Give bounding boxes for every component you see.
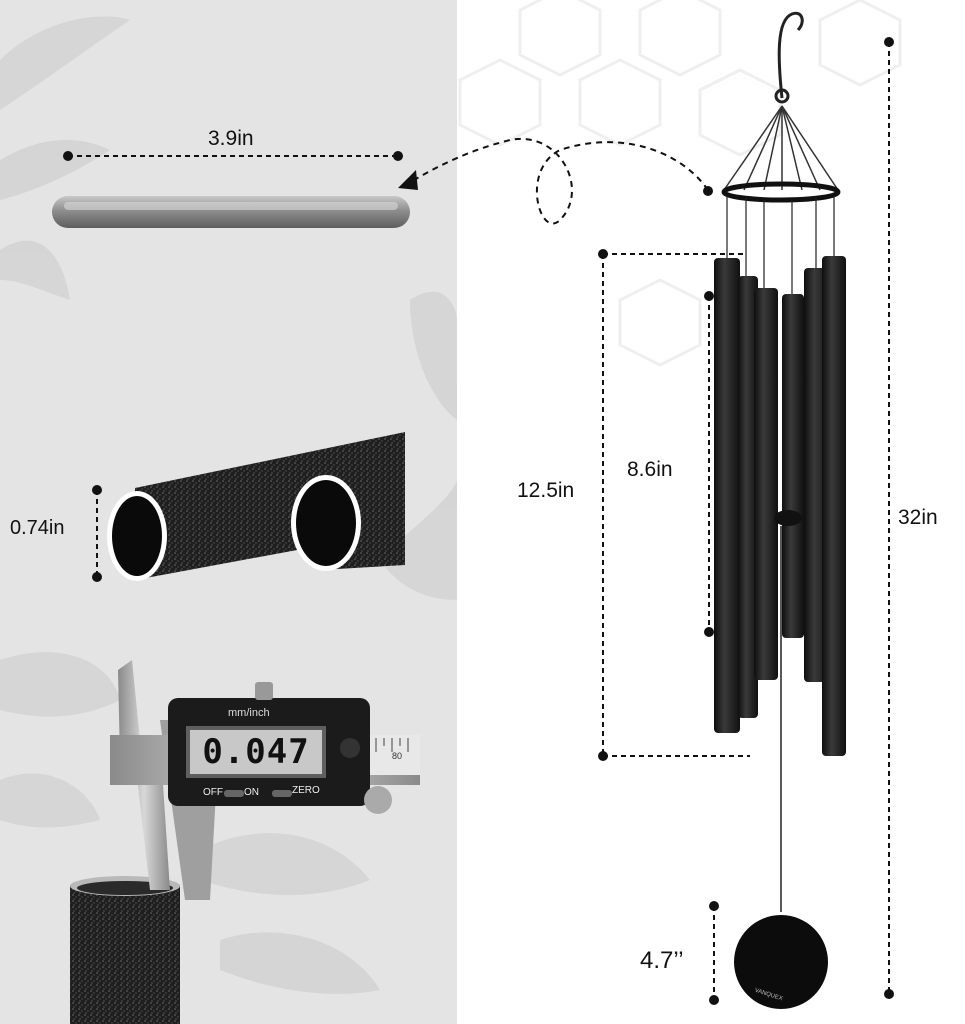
caliper-scale-label: 80 <box>392 751 403 761</box>
ring-width-dimension <box>63 151 403 161</box>
leaf-decoration <box>0 16 457 994</box>
caliper-off-label: OFF <box>203 787 223 798</box>
caliper-reading-display: 0.047 <box>202 732 310 772</box>
tube-diameter-dimension <box>92 485 102 582</box>
wind-chime <box>714 11 846 1009</box>
ring-width-label: 3.9in <box>208 127 254 150</box>
caliper-photo <box>70 660 420 1024</box>
long-tube-length-label: 12.5in <box>517 479 575 502</box>
caliper-on-label: ON <box>244 787 259 798</box>
long-tube-dimension <box>598 249 750 761</box>
sail-diameter-dimension <box>709 901 719 1005</box>
tube-diameter-label: 0.74in <box>10 517 65 539</box>
short-tube-dimension <box>704 291 714 637</box>
caliper-zero-label: ZERO <box>292 785 320 796</box>
ring-photo <box>52 196 410 228</box>
connector-arrow <box>398 137 713 225</box>
total-length-label: 32in <box>898 506 938 529</box>
hexagon-background <box>458 0 902 367</box>
arrow-head-icon <box>398 170 418 190</box>
caliper-unit-label: mm/inch <box>228 707 270 719</box>
tube-cross-section-photo <box>107 432 405 581</box>
short-tube-length-label: 8.6in <box>627 458 673 481</box>
sail-diameter-label: 4.7’’ <box>640 947 684 974</box>
total-length-dimension <box>884 37 894 999</box>
